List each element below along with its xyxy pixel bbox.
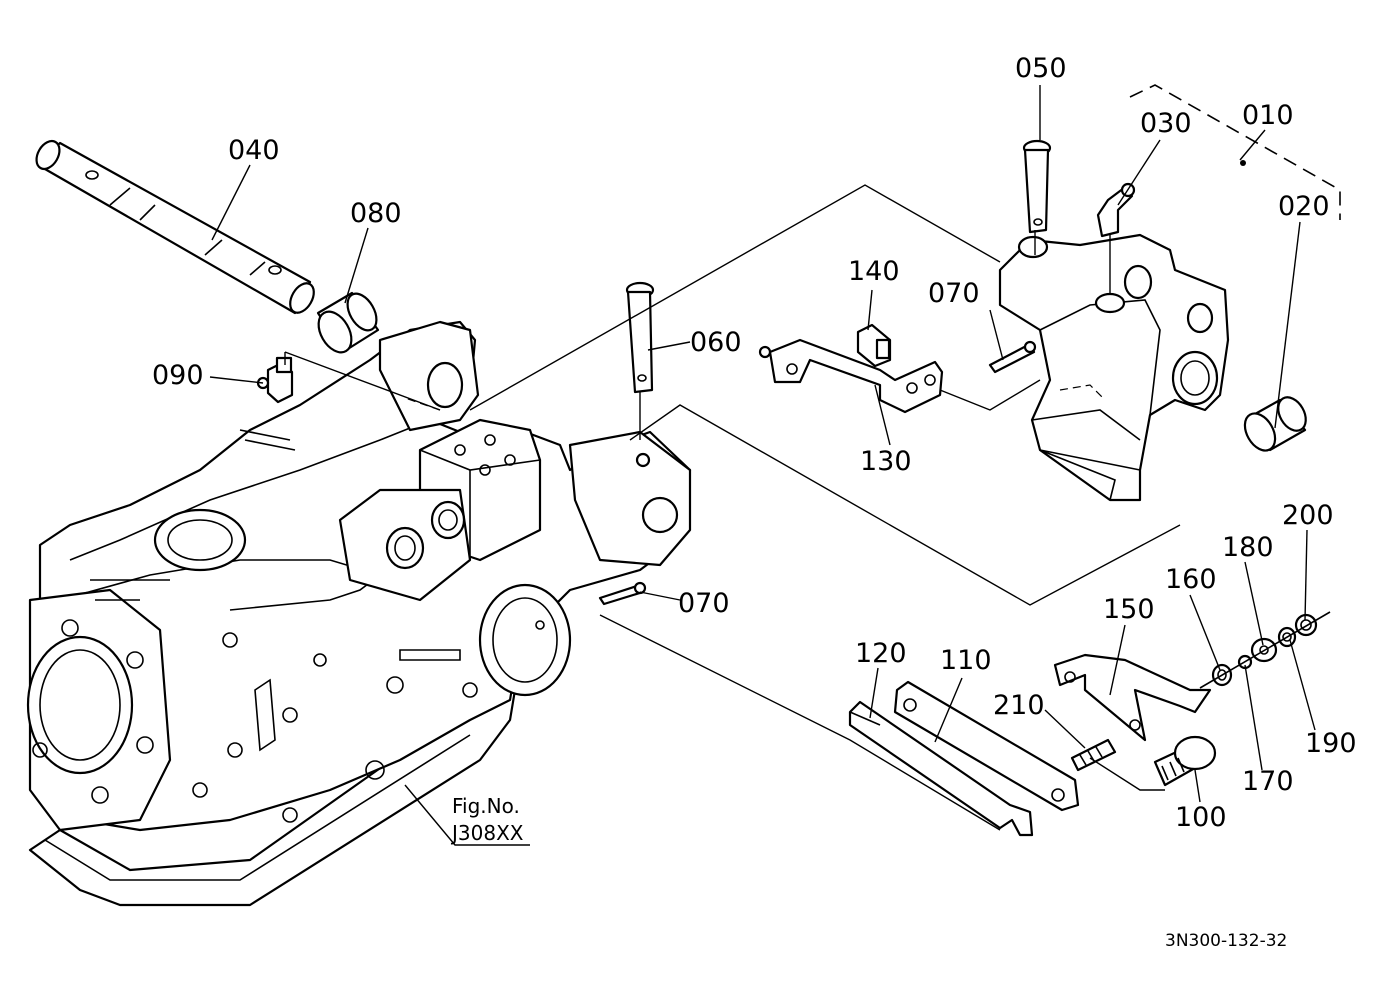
callout-100: 100 [1175, 802, 1227, 833]
bushing-080 [316, 291, 380, 354]
callout-030: 030 [1140, 108, 1192, 139]
callout-070-upper: 070 [928, 278, 980, 309]
bracket-130 [758, 338, 944, 414]
callout-110: 110 [940, 645, 992, 676]
washer-stack [1199, 611, 1331, 689]
callout-190: 190 [1305, 728, 1357, 759]
grease-nipple-030 [1096, 182, 1136, 238]
bushing-020 [1243, 396, 1307, 452]
figure-ref-line2: J308XX [450, 821, 524, 845]
callout-020: 020 [1278, 191, 1330, 222]
callout-120: 120 [855, 638, 907, 669]
callout-200: 200 [1282, 500, 1334, 531]
callout-160: 160 [1165, 564, 1217, 595]
lift-shaft-040 [35, 139, 315, 315]
pin-050 [1022, 139, 1052, 234]
drawing-number: 3N300-132-32 [1165, 931, 1287, 951]
callout-labels: 010 020 030 040 050 060 070 070 080 090 … [152, 53, 1357, 833]
callout-170: 170 [1242, 766, 1294, 797]
cotter-pin-070-upper [988, 340, 1037, 374]
callout-070-lower: 070 [678, 588, 730, 619]
callout-210: 210 [993, 690, 1045, 721]
callout-060: 060 [690, 327, 742, 358]
callout-150: 150 [1103, 594, 1155, 625]
bolt-100 [1153, 735, 1217, 787]
rod-110 [893, 680, 1080, 812]
grease-nipple-090 [256, 356, 294, 404]
callout-080: 080 [350, 198, 402, 229]
figure-ref-line1: Fig.No. [452, 794, 520, 818]
lift-arm-010 [998, 160, 1246, 502]
cotter-pin-070-lower [598, 581, 647, 606]
pin-060 [625, 281, 655, 394]
callout-050: 050 [1015, 53, 1067, 84]
figure-reference: Fig.No. J308XX [450, 794, 524, 845]
callout-140: 140 [848, 256, 900, 287]
callout-130: 130 [860, 446, 912, 477]
assembly-lines [284, 84, 1341, 831]
bracket-150 [1053, 653, 1212, 742]
callout-040: 040 [228, 135, 280, 166]
leader-lines [209, 85, 1316, 846]
spring-210 [1070, 738, 1117, 772]
fitting-140 [856, 323, 892, 368]
callout-010: 010 [1242, 100, 1294, 131]
callout-090: 090 [152, 360, 204, 391]
callout-180: 180 [1222, 532, 1274, 563]
rod-120 [848, 700, 1034, 837]
transmission-housing [26, 320, 692, 907]
